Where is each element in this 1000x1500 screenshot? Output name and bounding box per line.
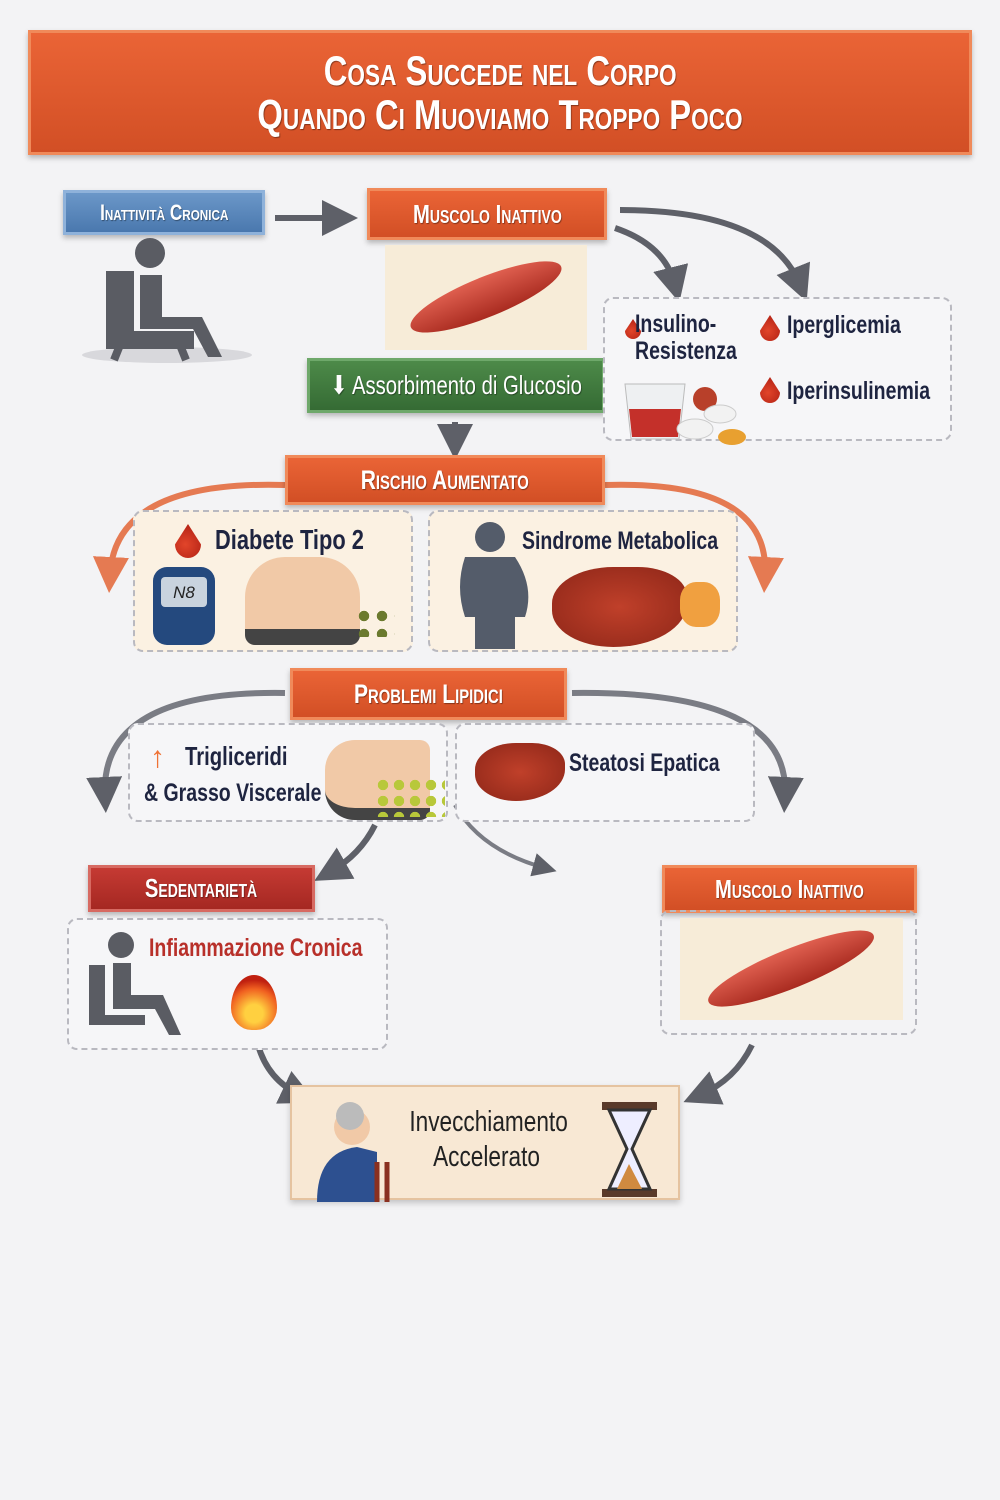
pancreas-icon bbox=[680, 582, 720, 627]
glucose-absorption-label: ⬇ Assorbimento di Glucosio bbox=[330, 370, 582, 400]
triglycerides-label: Trigliceridi bbox=[185, 741, 288, 771]
sitting-person-icon bbox=[82, 238, 252, 363]
glucose-meter-icon: N8 bbox=[153, 567, 215, 645]
title-banner: Cosa Succede nel Corpo Quando Ci Muoviam… bbox=[28, 30, 972, 155]
triglycerides-box: ↑ Trigliceridi & Grasso Viscerale bbox=[128, 723, 448, 822]
lipid-problems-banner: Problemi Lipidici bbox=[290, 668, 567, 720]
olives-icon bbox=[355, 607, 395, 637]
inflammation-label: Infiammazione Cronica bbox=[149, 934, 363, 962]
muscle-image-top bbox=[385, 245, 587, 350]
blood-drop-icon bbox=[760, 315, 780, 341]
increased-risk-label: Rischio Aumentato bbox=[360, 464, 530, 495]
sitting-person-icon bbox=[89, 932, 181, 1035]
inactivity-box: Inattività Cronica bbox=[63, 190, 265, 235]
overweight-person-icon bbox=[460, 522, 529, 649]
muscle-inactive-box-bottom: Muscolo Inattivo bbox=[662, 865, 917, 913]
fat-cells-icon bbox=[375, 777, 445, 817]
belly-icon bbox=[245, 557, 360, 645]
glucose-absorption-box: ⬇ Assorbimento di Glucosio bbox=[307, 358, 605, 413]
muscle-inactive-box-top: Muscolo Inattivo bbox=[367, 188, 607, 240]
steatosis-box: Steatosi Epatica bbox=[455, 723, 755, 822]
hyperinsulinemia-label: Iperinsulinemia bbox=[787, 377, 931, 405]
increased-risk-banner: Rischio Aumentato bbox=[285, 455, 605, 505]
blood-drop-icon bbox=[175, 524, 201, 558]
steatosis-label: Steatosi Epatica bbox=[569, 749, 720, 777]
elderly-person-icon bbox=[317, 1102, 390, 1202]
sedentary-label: Sedentarietà bbox=[145, 873, 258, 903]
muscle-inactive-label-bottom: Muscolo Inattivo bbox=[715, 873, 864, 904]
diabetes-box: Diabete Tipo 2 N8 bbox=[133, 510, 413, 652]
inflammation-box: Infiammazione Cronica bbox=[67, 918, 388, 1050]
muscle-inactive-label-top: Muscolo Inattivo bbox=[412, 198, 562, 229]
metabolic-syndrome-label: Sindrome Metabolica bbox=[522, 527, 719, 555]
title-line-2: Quando Ci Muoviamo Troppo Poco bbox=[257, 90, 743, 138]
glass-and-pills-icon bbox=[624, 383, 746, 445]
muscle-bottom-frame bbox=[660, 910, 917, 1035]
insulin-effects-box: Insulino-Resistenza Iperglicemia Iperins… bbox=[603, 297, 952, 445]
fatty-liver-icon bbox=[475, 743, 565, 801]
arrow-up-icon: ↑ bbox=[150, 741, 165, 774]
diabetes-label: Diabete Tipo 2 bbox=[215, 524, 364, 555]
hyperglycemia-label: Iperglicemia bbox=[787, 311, 901, 339]
title-line-1: Cosa Succede nel Corpo bbox=[323, 46, 677, 94]
liver-icon bbox=[552, 567, 687, 647]
inactivity-label: Inattività Cronica bbox=[99, 199, 229, 225]
blood-drop-icon bbox=[760, 377, 780, 403]
hourglass-icon bbox=[602, 1102, 657, 1197]
muscle-image-bottom bbox=[680, 916, 903, 1020]
meter-reading: N8 bbox=[161, 577, 207, 607]
flame-icon bbox=[231, 975, 277, 1030]
visceral-fat-label: & Grasso Viscerale bbox=[144, 779, 322, 807]
metabolic-syndrome-box: Sindrome Metabolica bbox=[428, 510, 738, 652]
lipid-problems-label: Problemi Lipidici bbox=[354, 678, 503, 709]
sedentary-banner: Sedentarietà bbox=[88, 865, 315, 912]
insulin-resistance-label: Insulino-Resistenza bbox=[635, 310, 737, 365]
